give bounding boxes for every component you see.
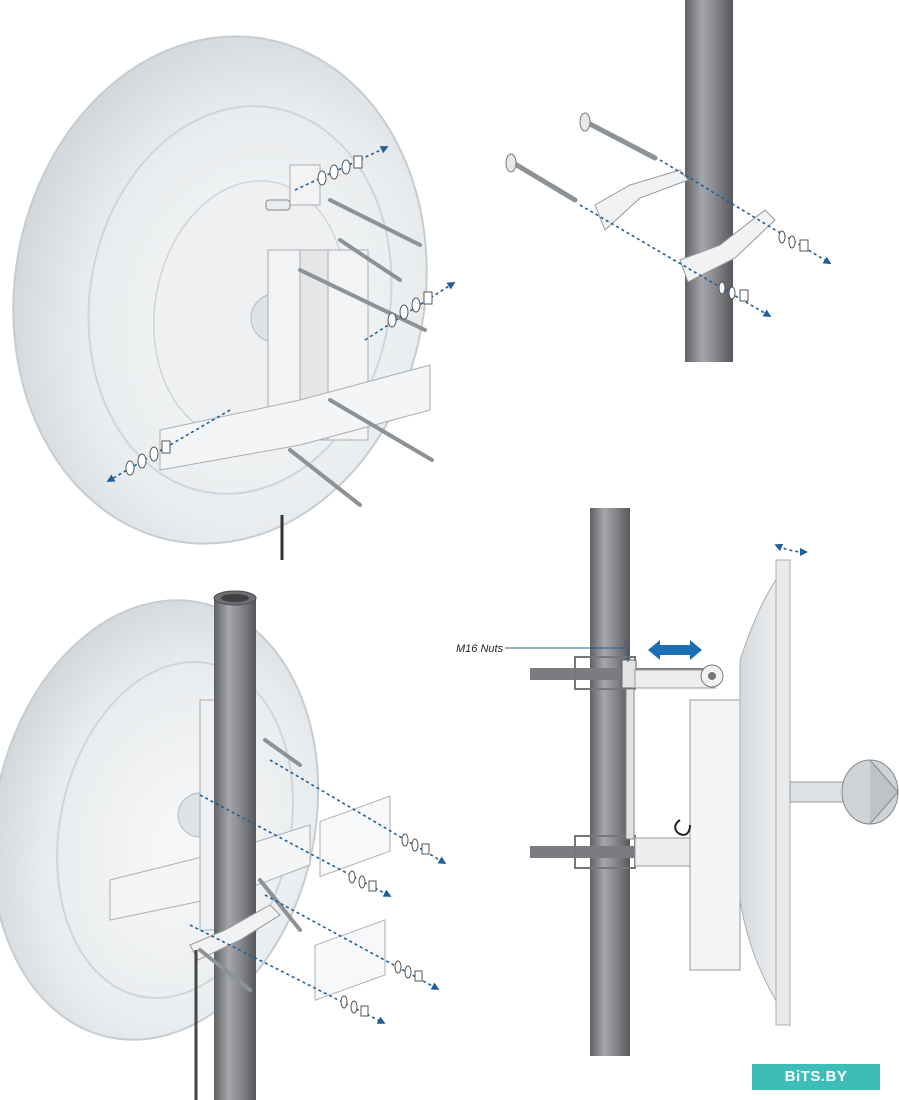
dish-bracket <box>159 164 431 471</box>
mounting-pole <box>214 598 256 1100</box>
panel-pole-bolts <box>505 0 832 362</box>
hex-nut <box>718 230 809 302</box>
mounting-pole <box>590 508 630 1056</box>
mounting-pole <box>685 0 733 362</box>
threaded-rods <box>288 198 434 507</box>
pole-bracket <box>679 209 776 283</box>
panel-dish-on-pole <box>0 590 447 1100</box>
m16-nuts-label: M16 Nuts <box>456 643 504 655</box>
feed-horn <box>789 781 851 803</box>
adjustment-arrow <box>648 640 702 660</box>
hardware-set-1 <box>106 146 456 483</box>
m16-nut <box>621 659 637 689</box>
carriage-bolt <box>512 121 658 203</box>
pole-bracket <box>189 904 281 961</box>
tilt-arrow <box>774 543 808 556</box>
panel-side-view: M16 Nuts <box>456 508 899 1056</box>
watermark: BiTS.BY <box>752 1064 880 1090</box>
pole-bracket <box>594 169 689 231</box>
panel-dish-back-bracket <box>12 35 456 560</box>
